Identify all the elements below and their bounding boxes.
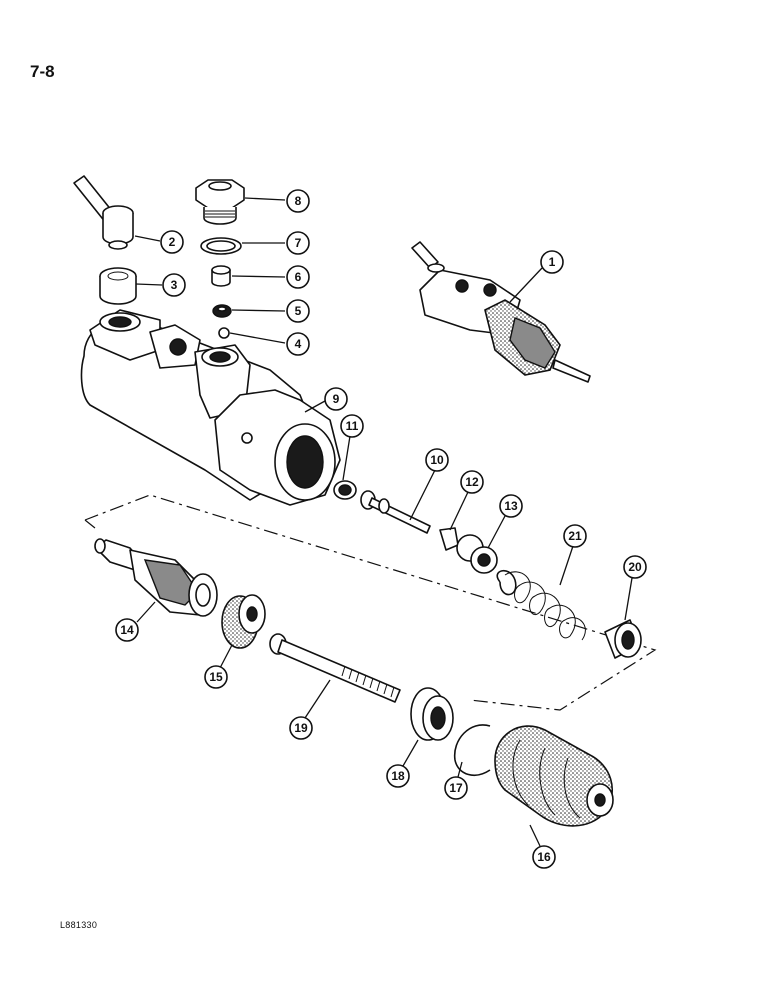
assembly-group-outline	[84, 494, 657, 711]
callout-12: 12	[460, 470, 484, 494]
drawing-id: L881330	[60, 920, 98, 930]
snap-ring	[453, 724, 491, 776]
callout-11: 11	[340, 414, 364, 438]
spring-seat	[456, 534, 498, 574]
push-rod	[269, 633, 401, 703]
callout-19-label: 19	[294, 721, 308, 735]
callout-6: 6	[286, 265, 310, 289]
callout-1: 1	[540, 250, 564, 274]
sleeve	[604, 619, 642, 659]
callout-16-label: 16	[537, 850, 551, 864]
callout-17-label: 17	[449, 781, 463, 795]
guide	[410, 687, 454, 741]
callout-4: 4	[286, 332, 310, 356]
bushing	[99, 267, 137, 305]
callout-2: 2	[160, 230, 184, 254]
callout-16: 16	[532, 845, 556, 869]
callout-21: 21	[563, 524, 587, 548]
callout-8-label: 8	[295, 194, 302, 208]
callout-12-label: 12	[465, 475, 479, 489]
callout-18: 18	[386, 764, 410, 788]
callout-21-label: 21	[568, 529, 582, 543]
callout-19: 19	[289, 716, 313, 740]
callout-11-label: 11	[346, 419, 359, 433]
ball	[218, 327, 230, 339]
callout-17: 17	[444, 776, 468, 800]
callout-3-label: 3	[171, 278, 178, 292]
seat	[212, 304, 232, 318]
callout-10: 10	[425, 448, 449, 472]
callout-5: 5	[286, 299, 310, 323]
plug	[195, 179, 245, 225]
page-number: 7-8	[30, 62, 55, 81]
leader-lines	[134, 197, 633, 847]
callout-14: 14	[115, 618, 139, 642]
callout-10-label: 10	[430, 453, 444, 467]
callout-3: 3	[162, 273, 186, 297]
retainer-washer	[439, 527, 459, 551]
fitting-and-seal	[73, 175, 134, 250]
callout-13: 13	[499, 494, 523, 518]
master-cylinder-assembly	[411, 241, 591, 383]
callout-6-label: 6	[295, 270, 302, 284]
callout-14-label: 14	[120, 623, 134, 637]
valve-plug	[211, 265, 231, 287]
dust-boot	[494, 725, 614, 827]
push-rod-pin	[360, 490, 431, 534]
callout-7: 7	[286, 231, 310, 255]
piston	[94, 538, 218, 617]
callout-1-label: 1	[549, 255, 556, 269]
spring	[496, 570, 586, 641]
seal	[333, 480, 357, 500]
washer	[200, 237, 242, 255]
callout-15: 15	[204, 665, 228, 689]
callout-20: 20	[623, 555, 647, 579]
callout-7-label: 7	[295, 236, 302, 250]
callout-15-label: 15	[209, 670, 223, 684]
callout-20-label: 20	[628, 560, 642, 574]
callout-9-label: 9	[333, 392, 340, 406]
callout-5-label: 5	[295, 304, 302, 318]
body	[80, 309, 341, 506]
callout-8: 8	[286, 189, 310, 213]
piston-seal	[221, 594, 266, 649]
callout-9: 9	[324, 387, 348, 411]
callout-2-label: 2	[169, 235, 176, 249]
callout-13-label: 13	[504, 499, 518, 513]
callout-18-label: 18	[391, 769, 405, 783]
callout-4-label: 4	[295, 337, 302, 351]
